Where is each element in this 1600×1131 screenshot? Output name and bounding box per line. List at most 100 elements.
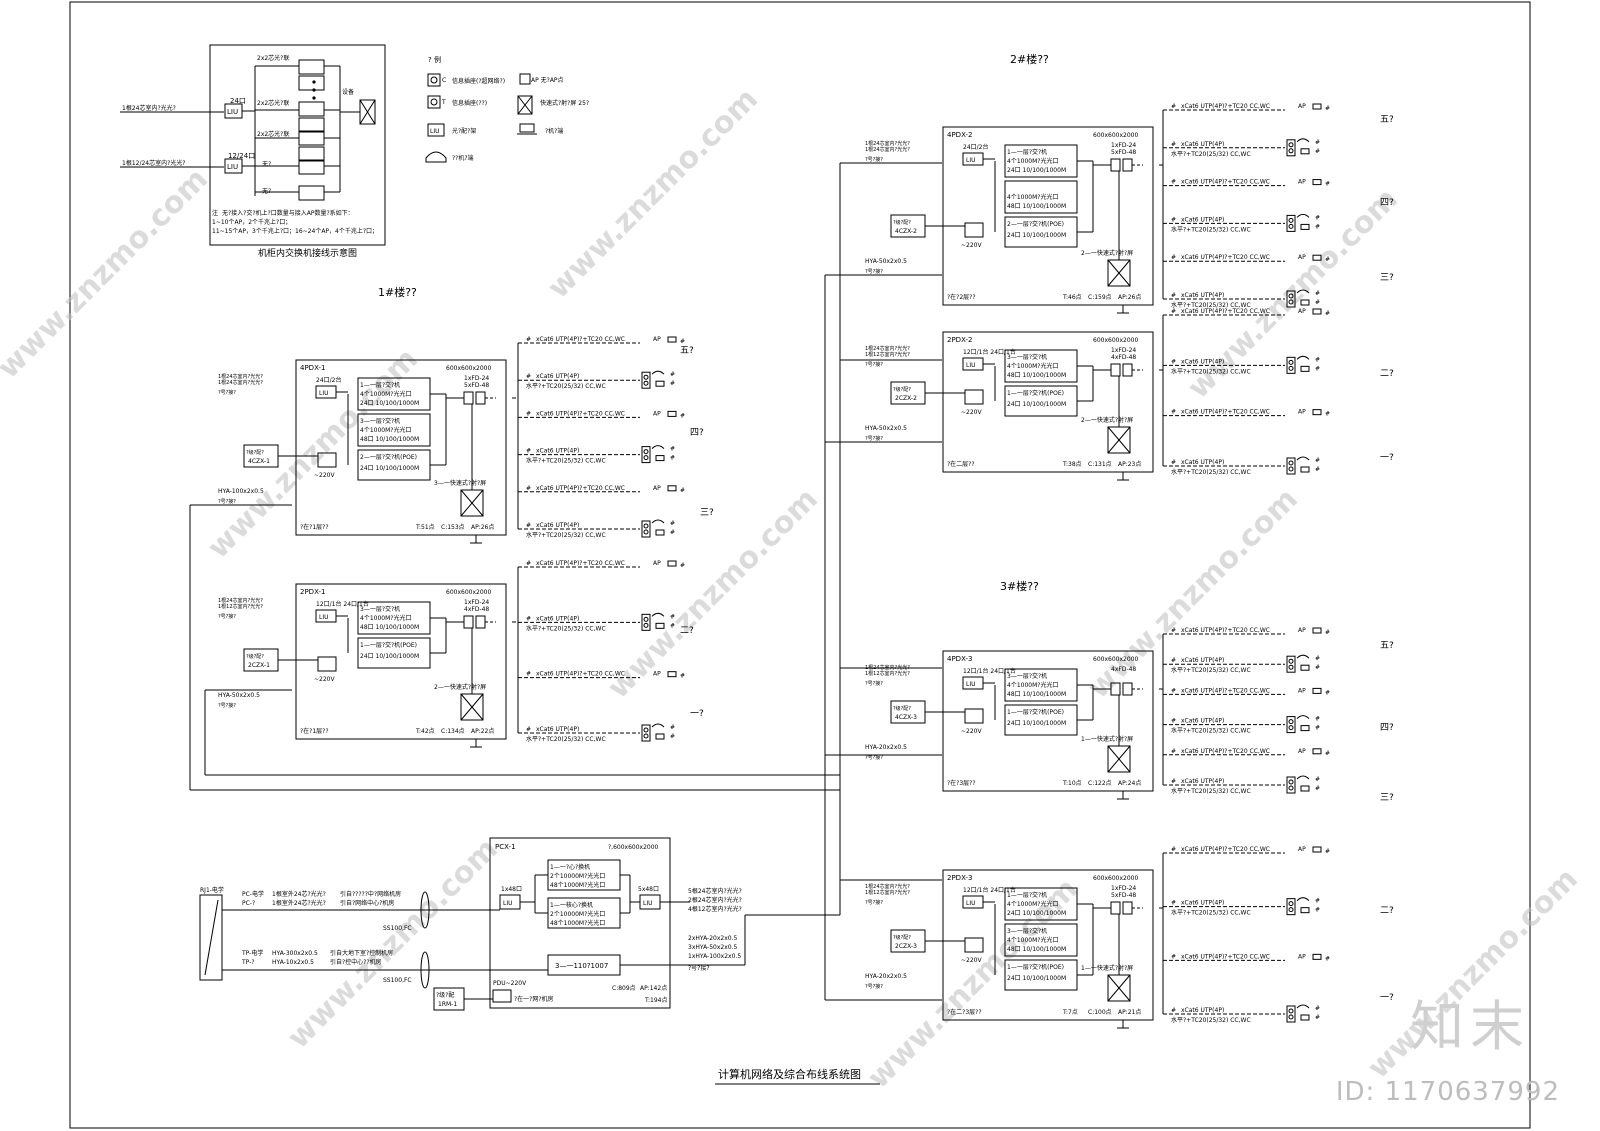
legend-item-label: ?机?端 bbox=[545, 127, 563, 135]
cable-mark: # bbox=[1325, 181, 1330, 188]
cable-mark: # bbox=[1325, 955, 1330, 962]
svg-text:TP-?: TP-? bbox=[241, 959, 255, 966]
fiber-in-label: 1根12芯室内?光光? bbox=[865, 889, 910, 896]
horizontal-cable-label: xCat6 UTP(4P)?+TC20 CC,WC bbox=[1181, 179, 1270, 186]
ap-label: AP bbox=[1298, 748, 1306, 755]
conduit-label: 水平?+TC20(25/32) CC,WC bbox=[1171, 367, 1251, 375]
switch-uplink: 4个1000M?光光口 bbox=[1007, 157, 1058, 165]
outlet-row: #xCat6 UTP(4P)水平?+TC20(25/32) CC,WC## bbox=[518, 612, 675, 632]
asset-id: ID: 1170637992 bbox=[1335, 1077, 1560, 1107]
floor-distribution-label: ?级?配? bbox=[246, 449, 264, 456]
signal-label: ?号?接? bbox=[218, 702, 236, 709]
switch-uplink: 4个1000M?光光口 bbox=[1007, 362, 1058, 370]
ups-box bbox=[317, 656, 337, 672]
horizontal-cable-label: xCat6 UTP(4P) bbox=[1181, 358, 1224, 365]
switch-ports: 24口 10/100/1000M bbox=[1007, 167, 1066, 174]
signal-label: ?号?接? bbox=[865, 268, 883, 275]
pc-icon bbox=[1312, 687, 1322, 694]
floor-label-f2: 二? bbox=[1380, 906, 1394, 916]
cabinet-location: ?在?1层?? bbox=[300, 727, 329, 735]
pc-icon bbox=[655, 380, 665, 387]
cable-mark: # bbox=[1315, 785, 1320, 792]
tel-count: T:46点 bbox=[1062, 293, 1082, 301]
note-line: 1~10个AP，2个千兆上?口； bbox=[212, 218, 291, 226]
fiber-in-label: 1根24芯室内?光光? bbox=[865, 146, 910, 153]
pc-icon bbox=[1300, 466, 1310, 473]
horizontal-cable-label: xCat6 UTP(4P)?+TC20 CC,WC bbox=[1181, 846, 1270, 853]
svg-text:HYA-300x2x0.5: HYA-300x2x0.5 bbox=[272, 950, 318, 957]
svg-text:2个10000M?光光口: 2个10000M?光光口 bbox=[550, 910, 605, 918]
outlet-row: #xCat6 UTP(4P)水平?+TC20(25/32) CC,WC## bbox=[1163, 715, 1320, 735]
cabinet-location: ?在二层?? bbox=[947, 460, 975, 468]
signal-label: ?号?接? bbox=[865, 361, 883, 368]
horizontal-cable-label: xCat6 UTP(4P) bbox=[1181, 718, 1224, 725]
cable-mark: # bbox=[1171, 846, 1176, 853]
patch-panel bbox=[463, 391, 474, 405]
phone-icon bbox=[651, 723, 665, 728]
ap-label: AP bbox=[1298, 254, 1306, 261]
switch-label: 1—一层?交?机 bbox=[360, 381, 400, 389]
svg-text:引自?网络中心?机房: 引自?网络中心?机房 bbox=[340, 899, 394, 907]
outlet-row: #xCat6 UTP(4P)水平?+TC20(25/32) CC,WC## bbox=[518, 723, 675, 743]
legend: ? 例 C 信息插座(?超网络?) T 信息插座(??) LIU 光?配?架 ?… bbox=[425, 55, 589, 163]
wireless-panel-label: 3—一快速式?射?屏 bbox=[434, 479, 486, 487]
conduit-label: 水平?+TC20(25/32) CC,WC bbox=[1171, 301, 1251, 309]
liu-ports: 12口/1台 24口/1台 bbox=[963, 886, 1016, 894]
floor-label-f3: 三? bbox=[700, 508, 714, 518]
cable-mark: # bbox=[670, 529, 675, 536]
cable-mark: # bbox=[670, 622, 675, 629]
backbone-cabling bbox=[189, 162, 942, 1001]
ap-label: AP bbox=[1298, 179, 1306, 186]
pc-icon bbox=[1312, 953, 1322, 960]
switch-box bbox=[1004, 180, 1078, 214]
switch-uplink: 4个1000M?光光口 bbox=[1007, 681, 1058, 689]
pc-icon bbox=[1300, 725, 1310, 732]
cable-mark: # bbox=[526, 615, 531, 622]
pc-icon bbox=[1312, 308, 1322, 315]
rack-label: 设备 bbox=[342, 88, 354, 96]
horizontal-cable-label: xCat6 UTP(4P) bbox=[1181, 216, 1224, 223]
outlet-icon bbox=[1286, 655, 1296, 673]
tel-count: T:51点 bbox=[415, 523, 435, 531]
cabinet-id: 2PDX-3 bbox=[947, 874, 973, 882]
ap-label: AP bbox=[1298, 687, 1306, 694]
outlet-row: #xCat6 UTP(4P)水平?+TC20(25/32) CC,WC## bbox=[1163, 289, 1320, 309]
switch-uplink: 4个1000M?光光口 bbox=[360, 390, 411, 398]
ap-label: AP bbox=[653, 485, 661, 492]
outlet-icon bbox=[1286, 898, 1296, 916]
signal-label: ?号?接? bbox=[865, 156, 883, 163]
signal-label: ?号?接? bbox=[865, 435, 883, 442]
pc-icon bbox=[667, 336, 677, 343]
svg-text:1xHYA-100x2x0.5: 1xHYA-100x2x0.5 bbox=[688, 953, 741, 960]
horizontal-cable-label: xCat6 UTP(4P)?+TC20 CC,WC bbox=[1181, 409, 1270, 416]
ap-label: AP bbox=[1298, 409, 1306, 416]
signal-label: ?号?接? bbox=[865, 754, 883, 761]
wireless-panel-label: 1—一快速式?射?屏 bbox=[1081, 964, 1133, 972]
outlet-row: #xCat6 UTP(4P)水平?+TC20(25/32) CC,WC## bbox=[518, 445, 675, 465]
svg-text:AP:142点: AP:142点 bbox=[640, 984, 667, 992]
floor-label-f4: 四? bbox=[690, 428, 704, 438]
cable-mark: # bbox=[1325, 105, 1330, 112]
cabinet-id: 4PDX-3 bbox=[947, 655, 973, 663]
wireless-panel-label: 2—一快速式?射?屏 bbox=[1081, 416, 1133, 424]
cable-mark: # bbox=[1325, 411, 1330, 418]
pc-icon bbox=[1312, 409, 1322, 416]
patch-panel bbox=[1122, 363, 1133, 377]
phone-icon bbox=[1296, 456, 1310, 461]
data-count: C:159点 bbox=[1088, 293, 1112, 301]
pc-icon bbox=[1300, 148, 1310, 155]
cabinet-size: 600x600x2000 bbox=[1093, 337, 1138, 344]
liu-icon bbox=[427, 123, 445, 137]
outlet-c-icon bbox=[427, 73, 441, 87]
outlet-icon bbox=[1286, 1005, 1296, 1023]
svg-text:TP-电学: TP-电学 bbox=[241, 949, 263, 957]
conduit-label: 水平?+TC20(25/32) CC,WC bbox=[526, 735, 606, 743]
fiber-in-label: 1根12芯室内?光光? bbox=[865, 670, 910, 677]
fiber-in-label: 1根24芯室内?光光? bbox=[218, 597, 263, 604]
